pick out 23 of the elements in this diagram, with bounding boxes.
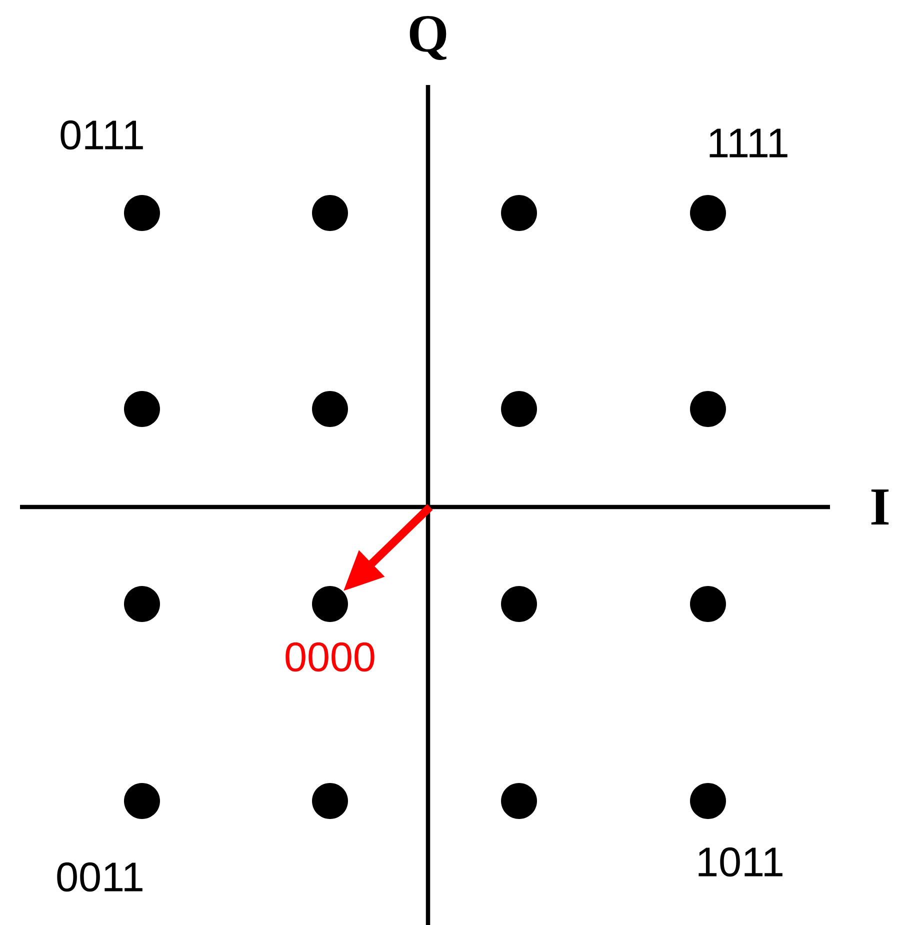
- axis-label: I: [871, 490, 889, 524]
- constellation-point: [690, 391, 726, 427]
- constellation-point: [501, 783, 537, 819]
- point-label: 1111: [710, 128, 788, 158]
- point-label: 0000: [286, 642, 374, 672]
- constellation-point: [124, 783, 160, 819]
- constellation-point: [312, 391, 348, 427]
- constellation-point: [501, 391, 537, 427]
- constellation-point: [124, 195, 160, 231]
- constellation-point: [312, 195, 348, 231]
- constellation-point: [312, 586, 348, 622]
- constellation-point: [690, 586, 726, 622]
- constellation-point: [690, 783, 726, 819]
- constellation-point: [501, 195, 537, 231]
- point-label: 1011: [698, 847, 782, 877]
- point-label: 0011: [57, 862, 142, 892]
- constellation-point: [501, 586, 537, 622]
- point-label: 0111: [60, 120, 143, 150]
- constellation-point: [124, 391, 160, 427]
- constellation-point: [312, 783, 348, 819]
- constellation-point: [690, 195, 726, 231]
- constellation-point: [124, 586, 160, 622]
- axis-label: Q: [410, 16, 446, 60]
